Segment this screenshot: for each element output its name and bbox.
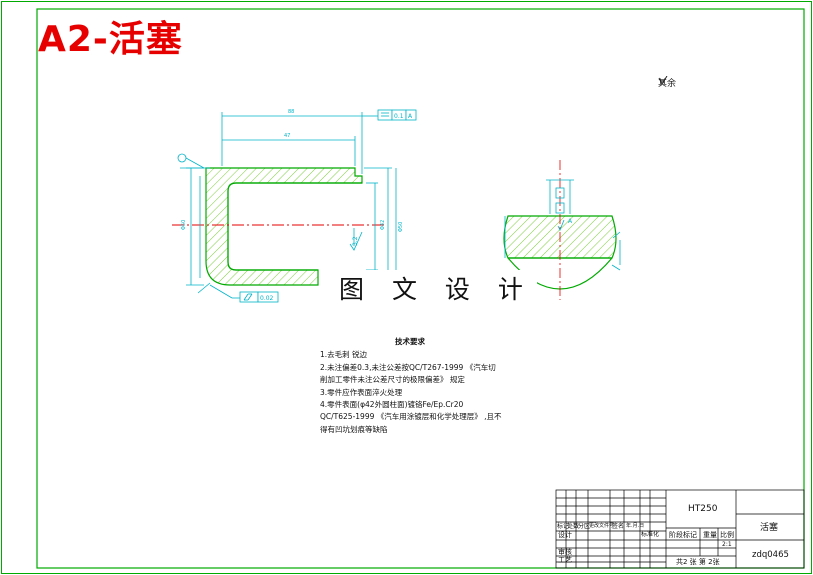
tb-label-change-doc: 更改文件号 [589,523,615,529]
tolerance-value-bottom: 0.02 [260,295,274,302]
roughness-symbol-icon [658,76,668,85]
tech-req-heading: 技术要求 [395,337,425,346]
tb-label-zone: 分区 [578,523,591,530]
tb-label-designer: 设计 [558,531,572,539]
tolerance-frame-top [377,109,417,121]
surface-finish-note: 其余 [658,76,676,89]
technical-requirements: 技术要求 1.去毛刺 锐边 2.未注偏差0.3,未注公差按QC/T267-199… [320,336,520,436]
tech-req-line: 4.零件表面(φ42外圆柱面)镀铬Fe/Ep.Cr20 [320,400,464,410]
piston-inner-outline [227,182,362,271]
tolerance-frame-bottom [239,291,279,303]
svg-text:88: 88 [288,109,294,115]
watermark-text: 图 文 设 计 [335,270,537,306]
tech-req-line: 削加工零件未注公差尺寸的极限偏差》 规定 [320,375,465,385]
roughness-value: 3.2 [352,236,359,246]
svg-text:Φ50: Φ50 [181,220,187,230]
svg-text:47: 47 [284,133,290,139]
tb-scale-value: 2:1 [722,541,732,548]
svg-text:Φ42: Φ42 [380,220,386,230]
tech-req-line: 2.未注偏差0.3,未注公差按QC/T267-1999 《汽车切 [320,362,496,372]
tb-label-standardize: 标准化 [641,531,660,538]
tech-req-line: QC/T625-1999 《汽车用涂镀层和化学处理层》 ,且不 [320,412,502,422]
tb-label-count: 处数 [567,523,580,530]
tb-label-review: 审核 [558,548,572,556]
section-datum-label: A [568,218,573,225]
piston-section-view: 88 47 Φ50 Φ42 Φ50 0.1 A [172,109,417,303]
tb-label-date: 年.月.日 [626,523,645,529]
cross-section-view: A [503,160,621,300]
tb-label-mark: 标记 [557,523,570,530]
tb-label-process: 工艺 [558,556,572,564]
tech-req-line: 1.去毛刺 锐边 [320,350,368,360]
tech-req-line: 3.零件应作表面淬火处理 [320,387,403,397]
drawing-title: A2-活塞 [38,19,183,60]
surface-finish-label: 其余 [658,79,677,89]
tb-label-scale: 比例 [720,531,734,539]
inner-frame [36,8,805,569]
tb-sheet-info: 共2 张 第 2张 [676,558,720,566]
svg-text:Φ50: Φ50 [398,222,404,232]
tolerance-value-top: 0.1 [394,113,404,120]
tolerance-datum-top: A [408,113,413,120]
tech-req-line: 得有凹坑划痕等缺陷 [320,424,388,434]
material-value: HT250 [688,504,718,514]
part-name: 活塞 [760,523,779,533]
tb-label-sign: 签名 [612,523,625,530]
tb-label-stage: 阶段标记 [669,531,697,539]
title-block-grid [555,489,805,569]
drawing-code: zdq0465 [752,550,789,560]
tb-label-weight: 重量 [703,531,717,539]
